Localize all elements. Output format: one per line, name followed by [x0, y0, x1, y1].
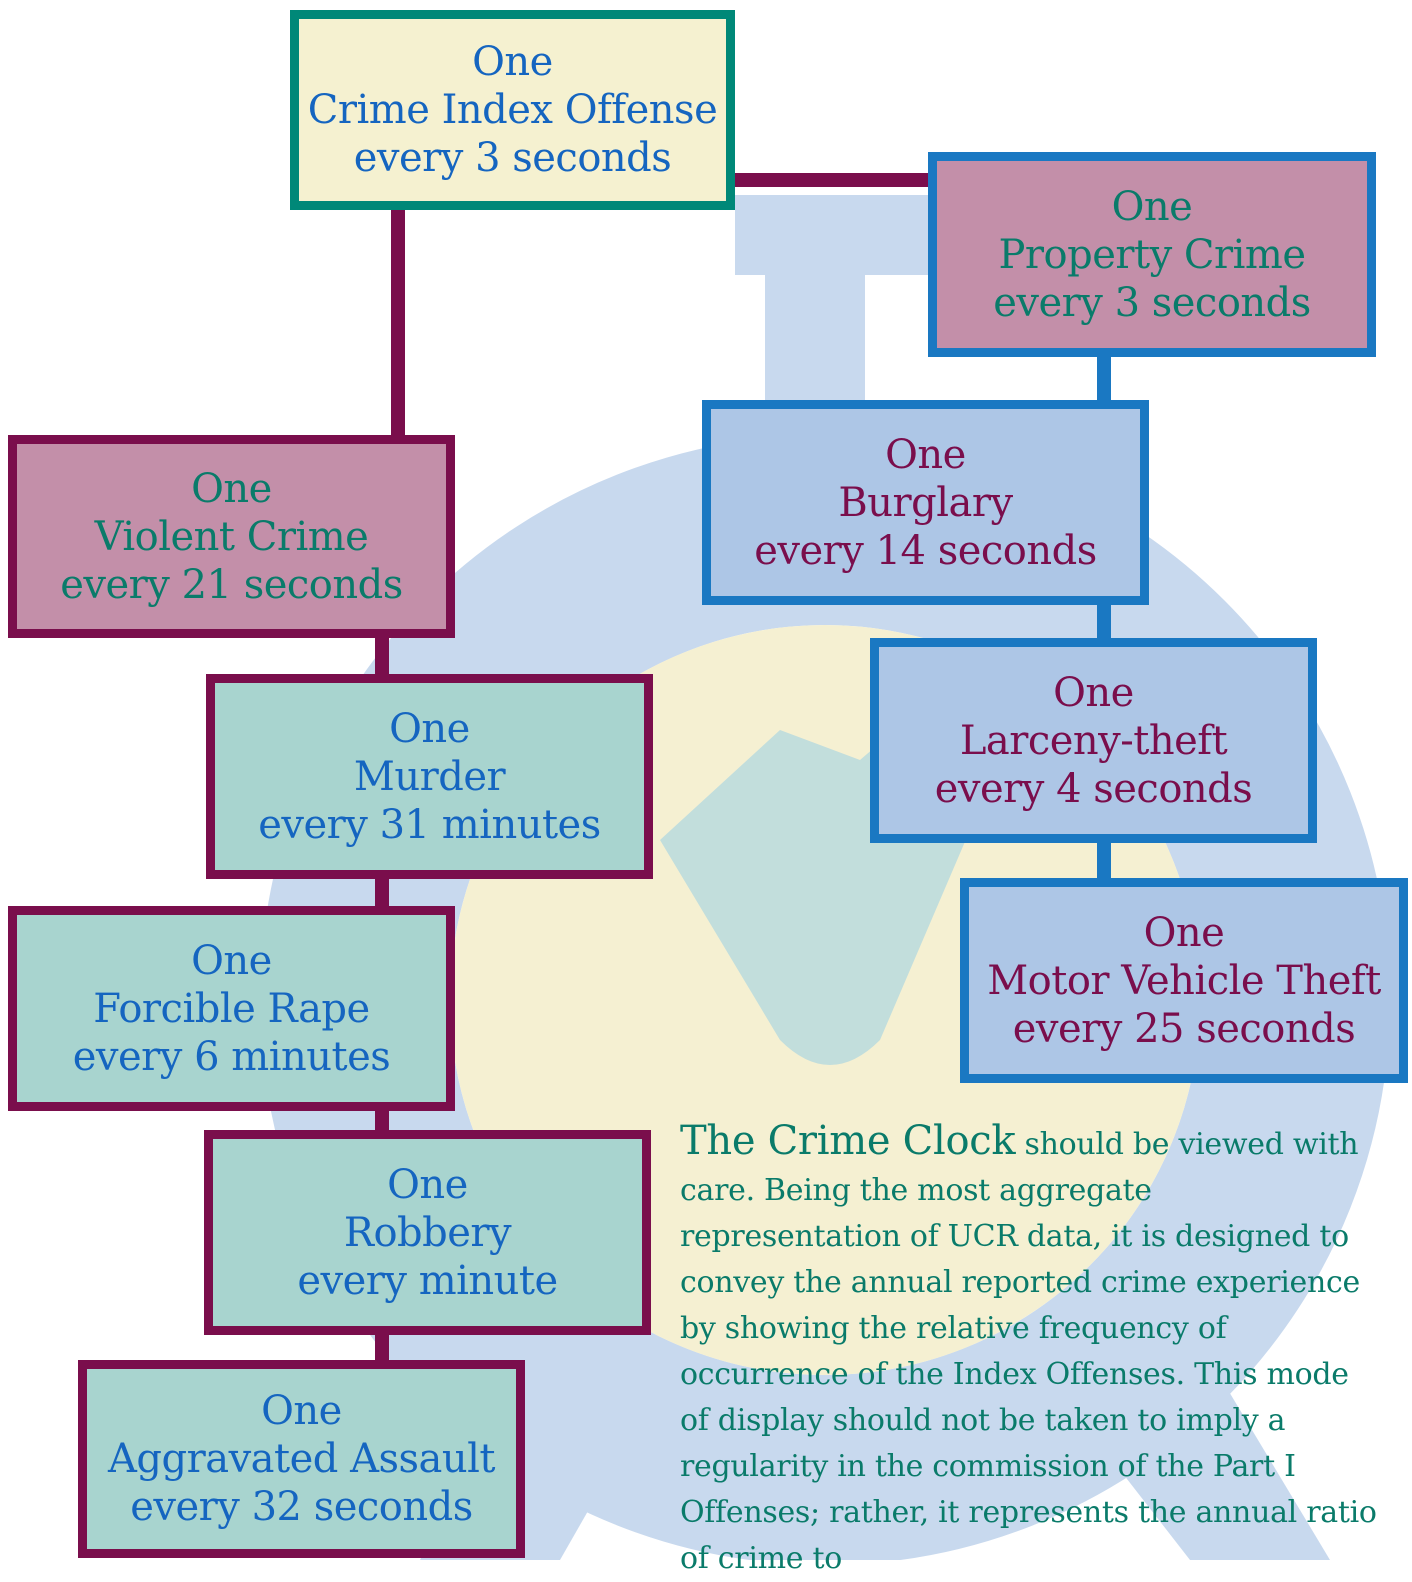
node-label-one: One	[261, 1388, 342, 1434]
node-label-one: One	[191, 465, 272, 512]
clock-leg-right	[1050, 1310, 1330, 1560]
node-motor-vehicle-theft: One Motor Vehicle Theft every 25 seconds	[960, 878, 1408, 1083]
node-label-offense: Violent Crime	[94, 513, 369, 560]
node-burglary: One Burglary every 14 seconds	[702, 400, 1149, 605]
node-label-offense: Crime Index Offense	[307, 87, 718, 133]
node-forcible-rape: One Forcible Rape every 6 minutes	[8, 906, 455, 1111]
node-label-frequency: every 31 minutes	[258, 801, 601, 848]
node-crime-index: One Crime Index Offense every 3 seconds	[290, 10, 735, 210]
node-label-offense: Burglary	[838, 479, 1013, 526]
node-label-offense: Forcible Rape	[93, 985, 370, 1032]
crime-clock-note: The Crime Clock should be viewed with ca…	[680, 1118, 1380, 1582]
node-label-frequency: every 3 seconds	[993, 279, 1311, 326]
clock-knob	[735, 195, 935, 275]
node-label-one: One	[1143, 909, 1225, 956]
node-larceny-theft: One Larceny-theft every 4 seconds	[870, 638, 1317, 843]
node-label-frequency: every 14 seconds	[754, 527, 1097, 574]
node-label-offense: Murder	[353, 753, 506, 800]
node-label-frequency: every 4 seconds	[934, 765, 1253, 812]
node-aggravated-assault: One Aggravated Assault every 32 seconds	[78, 1360, 525, 1558]
note-body: should be viewed with care. Being the mo…	[680, 1127, 1377, 1576]
node-label-one: One	[472, 39, 553, 85]
node-violent-crime: One Violent Crime every 21 seconds	[8, 435, 455, 638]
node-label-frequency: every 6 minutes	[72, 1033, 391, 1080]
node-label-offense: Larceny-theft	[959, 717, 1228, 764]
node-label-frequency: every 32 seconds	[130, 1484, 473, 1530]
node-label-one: One	[191, 937, 272, 984]
node-label-one: One	[387, 1161, 468, 1208]
node-label-frequency: every 21 seconds	[60, 561, 403, 608]
node-property-crime: One Property Crime every 3 seconds	[928, 152, 1376, 357]
node-label-one: One	[885, 431, 966, 478]
node-label-offense: Property Crime	[998, 231, 1306, 278]
node-label-offense: Aggravated Assault	[108, 1436, 496, 1482]
node-label-frequency: every minute	[297, 1257, 558, 1304]
node-murder: One Murder every 31 minutes	[206, 674, 653, 879]
node-label-one: One	[1053, 669, 1134, 716]
node-label-offense: Motor Vehicle Theft	[987, 957, 1381, 1004]
node-robbery: One Robbery every minute	[204, 1130, 651, 1335]
node-label-offense: Robbery	[343, 1209, 512, 1256]
node-label-frequency: every 25 seconds	[1012, 1005, 1356, 1052]
note-heading: The Crime Clock	[680, 1118, 1016, 1164]
node-label-one: One	[389, 705, 470, 752]
node-label-one: One	[1111, 183, 1193, 230]
node-label-frequency: every 3 seconds	[353, 135, 672, 181]
